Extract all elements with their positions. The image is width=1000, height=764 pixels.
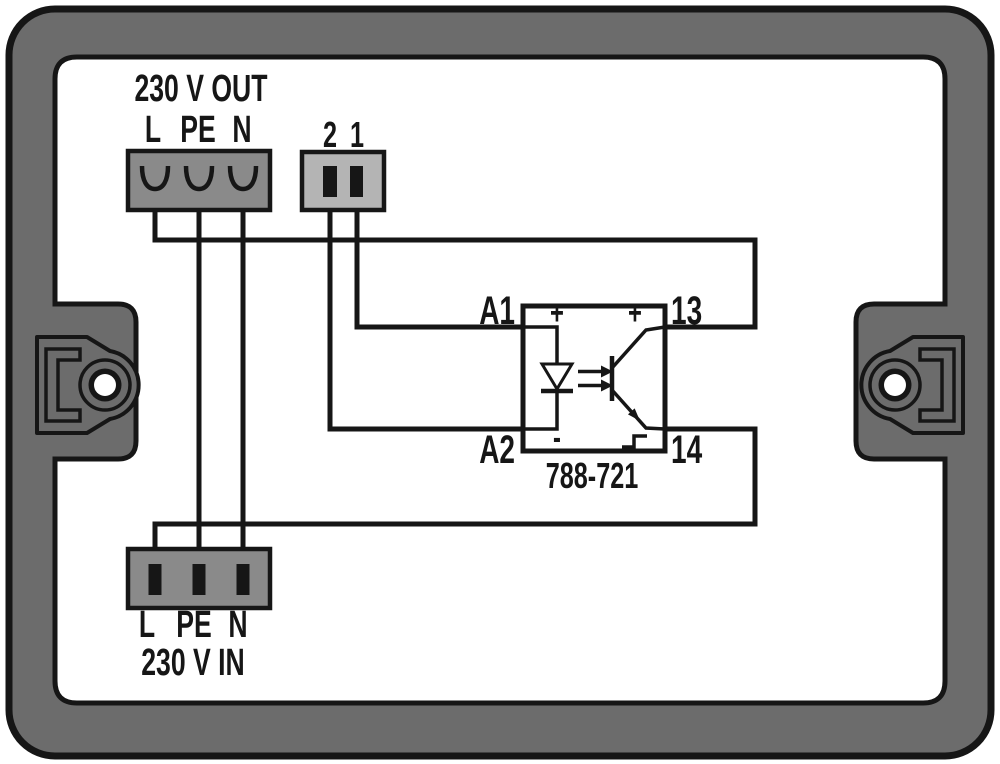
emitter-arrow-head	[627, 408, 640, 421]
led-anode-lead	[523, 325, 559, 364]
terminal-label-1: 1	[349, 114, 365, 155]
terminal-label-l-out: L	[144, 109, 162, 151]
socket-contact-icon-l	[139, 165, 171, 192]
terminal-label-n-in: N	[228, 604, 248, 646]
pin-contact-icon-pe-in	[192, 564, 206, 595]
transistor-emitter	[610, 388, 666, 431]
terminal-label-2: 2	[322, 114, 338, 155]
relay-terminal-label-a1: A1	[479, 289, 515, 333]
pin-contact-icon-2	[323, 166, 337, 197]
arrow-head-1	[601, 365, 613, 378]
in-title-label: 230 V IN	[141, 642, 245, 684]
wires	[152, 186, 758, 568]
relay-plus-input-label: +	[550, 294, 564, 332]
optocoupler-box	[520, 303, 668, 454]
out-title-label: 230 V OUT	[134, 68, 268, 110]
terminal-label-l-in: L	[138, 604, 156, 646]
light-emission-arrows-icon	[578, 365, 613, 392]
led-cathode-lead	[523, 391, 559, 431]
pin-contact-icon-n-in	[236, 564, 250, 595]
relay-minus-input-label: -	[553, 419, 561, 457]
socket-contact-icon-pe	[183, 165, 215, 192]
wire-14-to-l-in	[152, 426, 758, 568]
wiring-area	[52, 54, 948, 706]
terminal-label-pe-out: PE	[180, 109, 216, 151]
led-icon	[539, 362, 575, 392]
socket-contact-icon-n	[227, 165, 259, 192]
wire-l-out-to-13	[152, 186, 758, 330]
relay-plus-output-label: +	[628, 294, 642, 332]
arrow-head-2	[601, 379, 613, 392]
phototransistor-icon	[609, 325, 666, 431]
product-code-label: 788-721	[545, 455, 639, 496]
relay-terminal-label-13: 13	[671, 289, 703, 333]
pin-contact-icon-l-in	[148, 564, 162, 595]
switch-connector-box	[299, 149, 387, 213]
transistor-collector	[610, 325, 666, 370]
out-connector-box	[125, 148, 273, 213]
edge-trigger-icon	[622, 434, 647, 449]
wire-switch2-to-a2	[327, 194, 523, 432]
screw-hole-icon	[94, 374, 116, 396]
pin-contact-icon-1	[350, 166, 363, 197]
lug-bracket	[44, 347, 82, 423]
relay-terminal-label-14: 14	[671, 428, 703, 472]
out-socket-contacts	[139, 165, 259, 192]
terminal-label-pe-in: PE	[176, 604, 212, 646]
mounting-lug-left	[35, 335, 141, 435]
relay-terminal-label-a2: A2	[479, 428, 515, 472]
terminal-label-n-out: N	[232, 109, 252, 151]
wire-switch1-to-a1	[354, 194, 523, 330]
